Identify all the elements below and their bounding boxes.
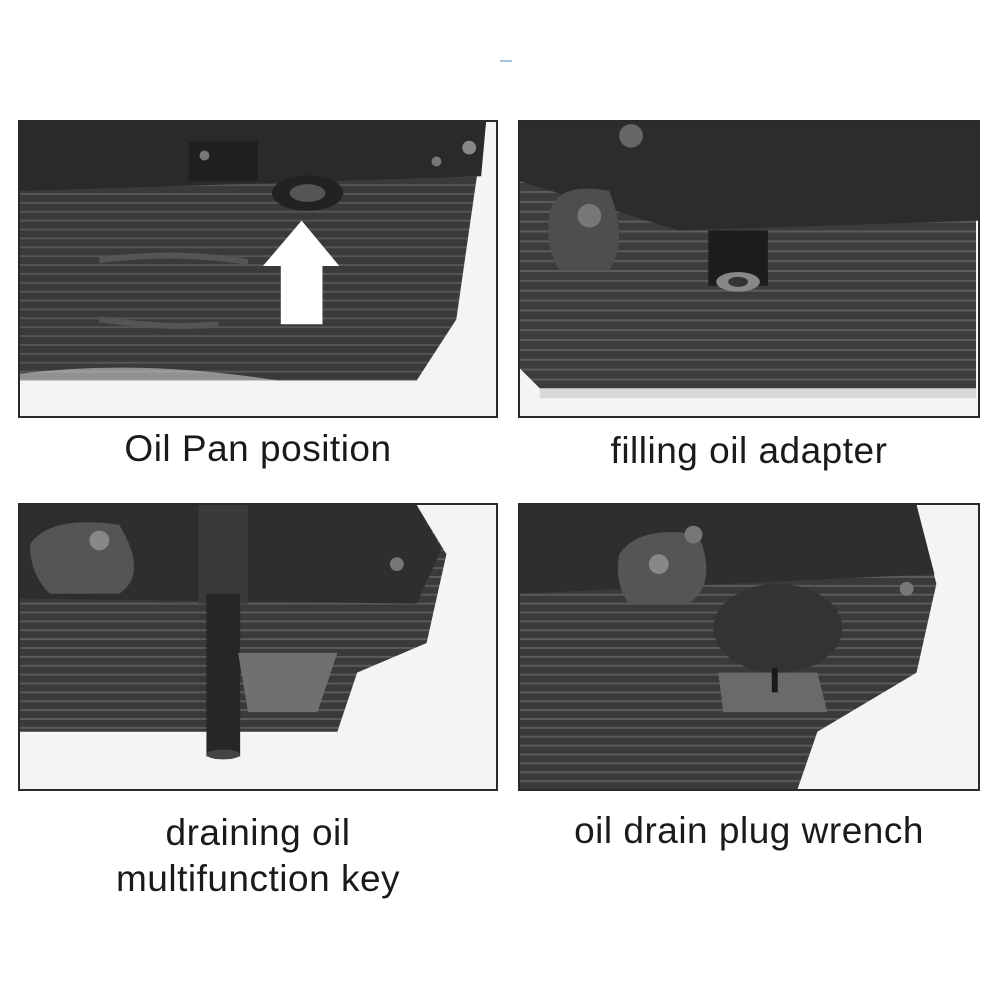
caption-line-2: multifunction key: [115, 858, 401, 899]
caption-oil-pan-position: Oil Pan position: [18, 426, 498, 472]
caption-filling-oil-adapter: filling oil adapter: [518, 428, 980, 474]
blue-speck: [500, 60, 512, 62]
filling-oil-adapter-photo: [518, 120, 980, 418]
caption-line: Oil Pan position: [124, 428, 392, 469]
oil-pan-position-photo: [18, 120, 498, 418]
up-arrow-icon: [262, 220, 340, 325]
caption-line: filling oil adapter: [610, 430, 888, 471]
caption-line: oil drain plug wrench: [574, 810, 924, 851]
caption-line-1: draining oil: [165, 812, 351, 853]
drain-plug-wrench-photo: [518, 503, 980, 791]
caption-draining-oil-key: draining oil multifunction key: [18, 810, 498, 902]
caption-drain-plug-wrench: oil drain plug wrench: [518, 808, 980, 854]
draining-oil-key-photo: [18, 503, 498, 791]
